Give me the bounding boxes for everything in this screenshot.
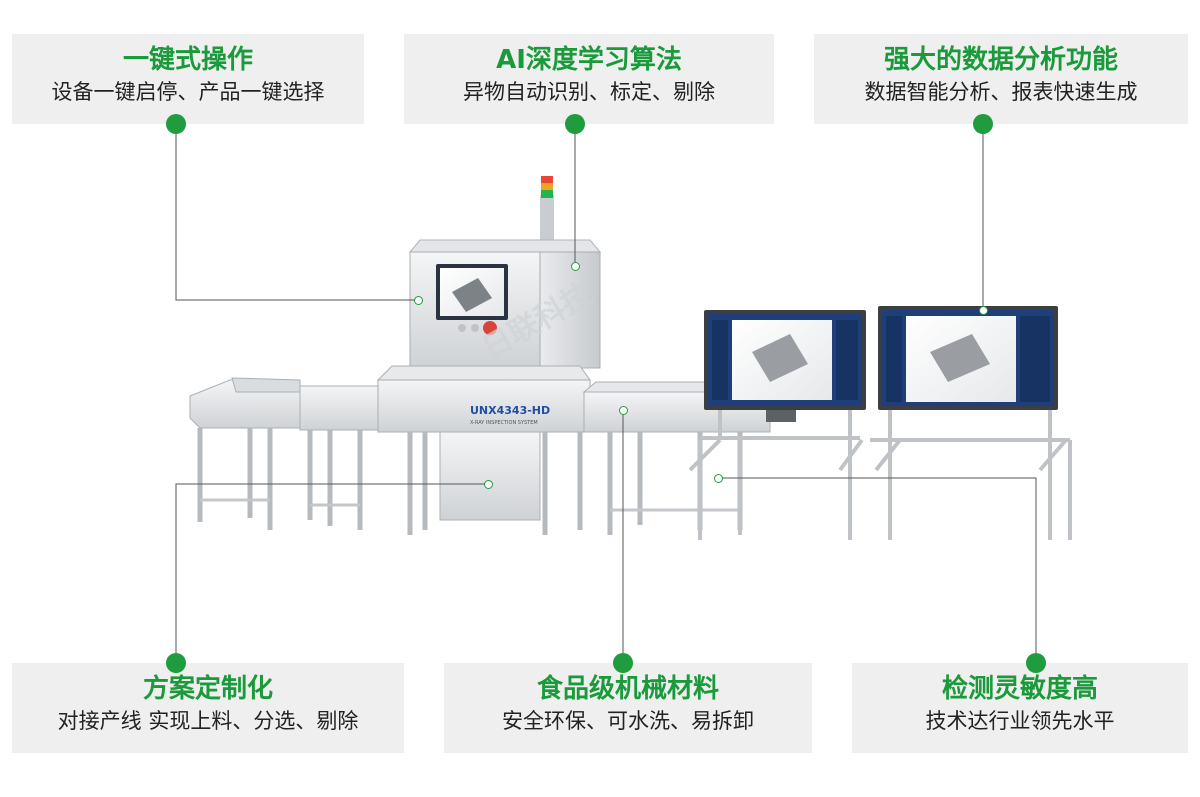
leader-lines [175, 124, 1037, 663]
infeed-conveyor [189, 377, 381, 530]
tower-light-amber [541, 183, 553, 190]
feature-card-sensitivity: 检测灵敏度高 技术达行业领先水平 [852, 663, 1188, 753]
anchor-dot [571, 262, 580, 271]
feature-card-customization: 方案定制化 对接产线 实现上料、分选、剔除 [12, 663, 404, 753]
connector-dot [973, 114, 993, 134]
feature-title: 强大的数据分析功能 [883, 45, 1118, 75]
feature-subtitle: 数据智能分析、报表快速生成 [864, 80, 1138, 104]
feature-card-data-analysis: 强大的数据分析功能 数据智能分析、报表快速生成 [814, 34, 1188, 124]
monitor-left [688, 310, 866, 540]
monitor-right [870, 306, 1072, 540]
connector-dot [565, 114, 585, 134]
anchor-dot [484, 480, 493, 489]
anchor-dot [714, 474, 723, 483]
feature-subtitle: 对接产线 实现上料、分选、剔除 [57, 709, 359, 733]
feature-title: 一键式操作 [122, 45, 253, 75]
connector-dot [613, 653, 633, 673]
feature-subtitle: 安全环保、可水洗、易拆卸 [502, 709, 754, 733]
feature-card-ai: AI深度学习算法 异物自动识别、标定、剔除 [404, 34, 774, 124]
feature-card-food-grade: 食品级机械材料 安全环保、可水洗、易拆卸 [444, 663, 812, 753]
anchor-dot [414, 296, 423, 305]
anchor-dot [619, 406, 628, 415]
feature-title: 方案定制化 [142, 674, 273, 704]
tower-light-red [541, 176, 553, 183]
feature-subtitle: 异物自动识别、标定、剔除 [463, 80, 715, 104]
model-sublabel: X-RAY INSPECTION SYSTEM [470, 420, 538, 426]
connector-dot [166, 653, 186, 673]
connector-dot [166, 114, 186, 134]
xray-cabinet: UNX4343-HD X-RAY INSPECTION SYSTEM 日联科技 [376, 176, 602, 535]
feature-title: AI深度学习算法 [496, 45, 682, 75]
feature-title: 检测灵敏度高 [941, 674, 1098, 704]
anchor-dot [979, 306, 988, 315]
tower-light-green [541, 190, 553, 198]
feature-subtitle: 技术达行业领先水平 [925, 709, 1115, 733]
feature-title: 食品级机械材料 [536, 674, 719, 704]
feature-subtitle: 设备一键启停、产品一键选择 [51, 80, 325, 104]
model-label: UNX4343-HD [470, 404, 550, 417]
connector-dot [1026, 653, 1046, 673]
feature-card-one-click: 一键式操作 设备一键启停、产品一键选择 [12, 34, 364, 124]
